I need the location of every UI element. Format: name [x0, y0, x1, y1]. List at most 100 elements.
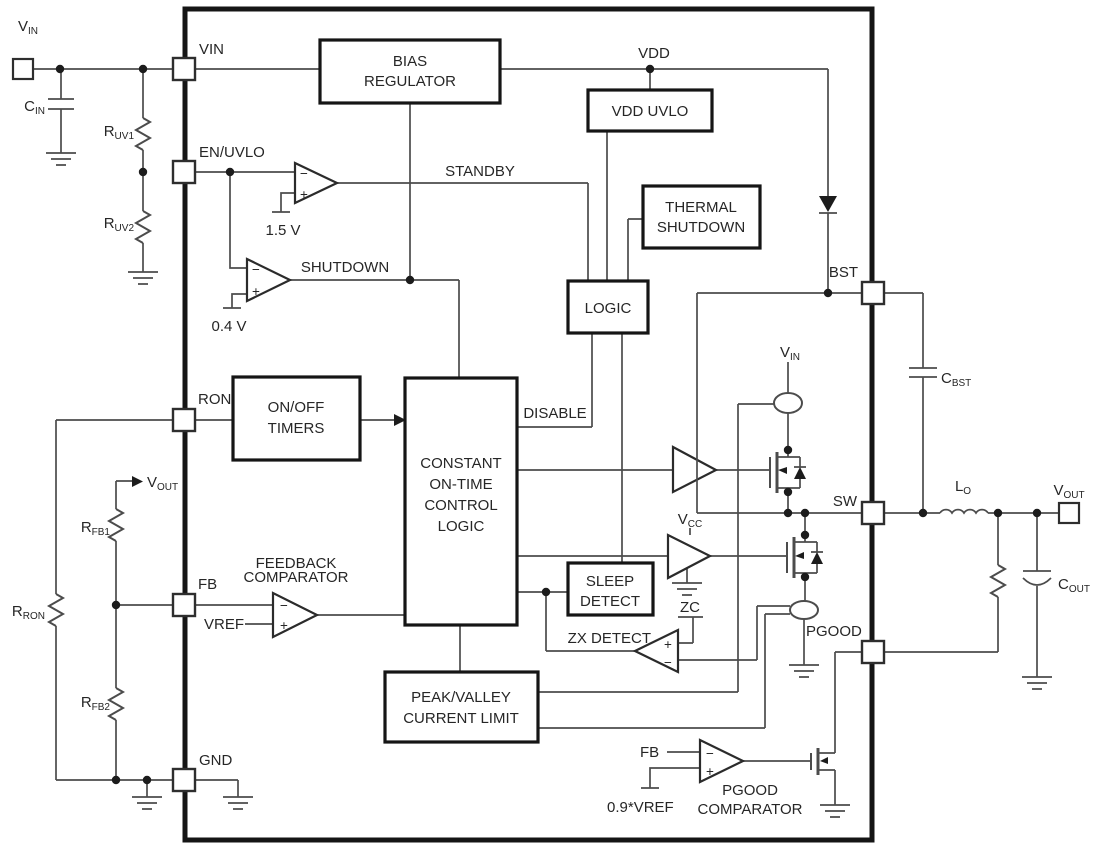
label-sleep-1: SLEEP — [586, 573, 634, 590]
junction-dots — [55, 64, 1042, 785]
label-zc: ZC — [680, 599, 700, 616]
label-bias-2: REGULATOR — [364, 73, 456, 90]
label-vref: VREF — [204, 616, 244, 633]
pin-label-sw: SW — [833, 493, 858, 510]
label-ref-0v4: 0.4 V — [211, 318, 246, 335]
ls-mosfet — [786, 537, 823, 578]
wires — [33, 68, 1059, 805]
label-pgoodcomp-2: COMPARATOR — [697, 801, 802, 818]
ls-body-diode-icon — [811, 552, 823, 564]
hs-gate-driver — [671, 445, 719, 494]
label-cout: COUT — [1058, 576, 1090, 595]
ground-ls-fet — [789, 664, 819, 678]
hs-mosfet-arrow-icon — [778, 467, 787, 474]
label-fbcomp-1: FEEDBACK — [256, 555, 337, 572]
blocks — [231, 38, 762, 744]
pin-label-ron: RON — [198, 391, 231, 408]
ground-gnd-pin — [223, 796, 253, 810]
ground-divider — [132, 796, 162, 810]
fbcomp-plus: + — [280, 618, 288, 633]
power-stage — [769, 196, 837, 775]
ls-current-sense — [789, 600, 819, 620]
label-ref-1v5: 1.5 V — [265, 222, 300, 239]
pgoodcomp-plus: + — [706, 764, 714, 779]
label-cbst: CBST — [941, 370, 971, 389]
feedback-comparator — [271, 591, 320, 639]
resistor-ruv1 — [133, 117, 153, 151]
ground-symbols — [46, 152, 1052, 818]
label-cot-2: ON-TIME — [429, 476, 492, 493]
resistor-ruv2 — [133, 210, 153, 244]
vout-arrow-icon — [132, 476, 143, 487]
block-sleep-detect — [566, 561, 655, 617]
resistor-rron — [46, 593, 66, 627]
pgoodcomp-minus: − — [706, 746, 714, 761]
zx-plus: + — [664, 637, 672, 652]
label-timers-1: ON/OFF — [268, 399, 325, 416]
resistor-rfb2 — [106, 687, 126, 721]
hs-current-sense — [773, 392, 803, 414]
label-09vref: 0.9*VREF — [607, 799, 674, 816]
label-rfb1: RFB1 — [81, 519, 111, 538]
ground-vcc-driver — [672, 582, 702, 596]
terminal-vin — [11, 57, 35, 81]
shutdown-comparator — [245, 257, 293, 303]
label-zx-detect: ZX DETECT — [568, 630, 651, 647]
pad-bst — [860, 280, 886, 306]
ground-ruv2 — [128, 271, 158, 285]
pin-label-gnd: GND — [199, 752, 233, 769]
resistor-rfb1 — [106, 508, 126, 542]
fbcomp-minus: − — [280, 598, 288, 613]
shutdown-plus: + — [252, 284, 260, 299]
pin-label-fb: FB — [198, 576, 217, 593]
pad-ron — [171, 407, 197, 433]
zx-minus: − — [664, 655, 672, 670]
labels: VIN EN/UVLO RON FB GND BST SW PGOOD VDD … — [12, 18, 1090, 818]
label-cin: CIN — [24, 98, 45, 117]
label-standby: STANDBY — [445, 163, 515, 180]
standby-minus: − — [300, 166, 308, 181]
label-rfb2: RFB2 — [81, 694, 111, 713]
pin-label-bst: BST — [829, 264, 858, 281]
comparators-drivers — [245, 161, 746, 784]
label-thermal-1: THERMAL — [665, 199, 737, 216]
block-on-off-timers — [231, 375, 362, 462]
hs-mosfet — [769, 452, 806, 493]
label-ruv1: RUV1 — [104, 123, 135, 142]
label-thermal-2: SHUTDOWN — [657, 219, 745, 236]
label-vin-terminal: VIN — [18, 18, 38, 37]
label-sleep-2: DETECT — [580, 593, 640, 610]
label-vcc: VCC — [678, 511, 702, 530]
resistors — [46, 117, 1008, 721]
pgood-comparator — [698, 738, 746, 784]
ls-mosfet-arrow-icon — [795, 552, 804, 559]
label-timers-2: TIMERS — [268, 420, 325, 437]
ground-pgood-fet — [820, 804, 850, 818]
zx-detect-comparator — [632, 628, 680, 674]
resistor-pgood-pullup — [988, 564, 1008, 598]
label-vdd-uvlo: VDD UVLO — [612, 103, 689, 120]
label-peak-2: CURRENT LIMIT — [403, 710, 519, 727]
bst-diode-icon — [819, 196, 837, 212]
label-cot-1: CONSTANT — [420, 455, 501, 472]
label-disable: DISABLE — [523, 405, 586, 422]
pad-vin — [171, 56, 197, 82]
label-vin-internal: VIN — [780, 344, 800, 363]
ls-gate-driver — [666, 533, 713, 580]
label-cot-3: CONTROL — [424, 497, 497, 514]
pad-pgood — [860, 639, 886, 665]
label-bias-1: BIAS — [393, 53, 427, 70]
label-shutdown: SHUTDOWN — [301, 259, 389, 276]
label-rron: RRON — [12, 603, 45, 622]
label-ruv2: RUV2 — [104, 215, 135, 234]
label-vout-terminal: VOUT — [1053, 482, 1084, 501]
pin-label-pgood: PGOOD — [806, 623, 862, 640]
block-vdd-uvlo — [586, 88, 714, 133]
hs-body-diode-icon — [794, 467, 806, 479]
standby-plus: + — [300, 187, 308, 202]
label-peak-1: PEAK/VALLEY — [411, 689, 511, 706]
pin-label-vin: VIN — [199, 41, 224, 58]
block-bias-regulator — [318, 38, 502, 105]
ground-cin — [46, 152, 76, 166]
